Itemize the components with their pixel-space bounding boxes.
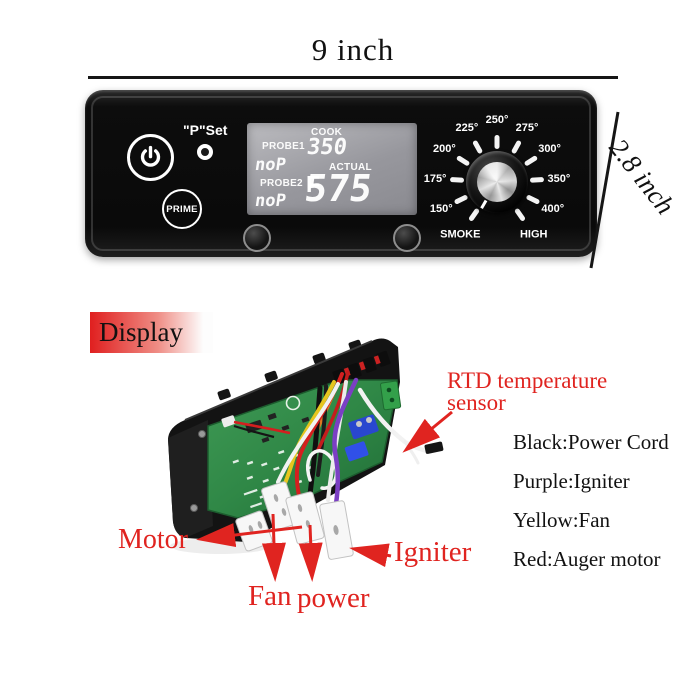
pset-label: "P"Set xyxy=(183,122,228,138)
width-dimension-line xyxy=(88,76,618,79)
dial-tick xyxy=(449,177,465,183)
probe2-label: PROBE2 xyxy=(260,178,303,189)
dial-label-225: 225° xyxy=(455,121,479,134)
dial-label-150: 150° xyxy=(429,203,453,216)
dial-label-175: 175° xyxy=(423,172,447,185)
lcd-display: PROBE1 noP COOK 350 ACTUAL 575 F PROBE2 … xyxy=(247,123,417,215)
knob-pointer xyxy=(480,199,488,210)
dial-tick xyxy=(510,139,522,155)
rtd-sensor-label: RTD temperature sensor xyxy=(447,368,608,415)
rtd-sensor-label-line1: RTD temperature xyxy=(447,368,608,393)
dial-tick xyxy=(467,207,481,222)
power-icon xyxy=(137,144,164,171)
cook-setpoint-value: 350 xyxy=(305,135,349,160)
dial-label-275: 275° xyxy=(515,121,539,134)
knob-metal-face xyxy=(477,162,517,202)
dial-tick xyxy=(529,177,545,183)
temperature-knob[interactable] xyxy=(466,151,528,213)
legend-item-black: Black:Power Cord xyxy=(513,430,669,454)
dial-label-smoke: SMOKE xyxy=(440,228,481,241)
power-label: power xyxy=(297,582,370,614)
rtd-sensor-label-line2: sensor xyxy=(447,390,506,415)
dial-tick xyxy=(523,154,539,167)
probe1-label: PROBE1 xyxy=(262,141,305,152)
fan-label: Fan xyxy=(248,580,292,612)
adjust-button-right[interactable] xyxy=(393,224,421,252)
dial-label-400: 400° xyxy=(541,203,565,216)
power-button[interactable] xyxy=(127,134,174,181)
dial-label-200: 200° xyxy=(433,143,456,156)
height-dimension-label: 2.8 inch xyxy=(603,133,681,221)
legend-item-red: Red:Auger motor xyxy=(513,547,661,571)
dial-tick xyxy=(453,194,469,205)
probe2-value: noP xyxy=(253,191,288,211)
dial-tick xyxy=(455,154,471,167)
dial-label-350: 350° xyxy=(547,172,571,185)
dial-label-300: 300° xyxy=(538,143,561,156)
dial-tick xyxy=(513,207,527,222)
actual-label: ACTUAL xyxy=(329,162,372,173)
dial-label-250: 250° xyxy=(485,114,509,126)
dial-tick xyxy=(525,194,541,205)
dial-tick xyxy=(494,135,500,149)
width-dimension-label: 9 inch xyxy=(311,32,395,67)
probe1-value: noP xyxy=(253,155,288,175)
motor-label: Motor xyxy=(118,524,188,555)
controller-front-panel: "P"Set PRIME PROBE1 noP COOK 350 ACTUAL … xyxy=(85,90,597,257)
temperature-dial: SMOKE 150° 175° 200° 225° 250° 275° 300°… xyxy=(422,107,572,257)
prime-button[interactable]: PRIME xyxy=(162,189,202,229)
legend-item-yellow: Yellow:Fan xyxy=(513,508,611,532)
adjust-button-left[interactable] xyxy=(243,224,271,252)
cook-label: COOK xyxy=(311,127,343,138)
legend-item-purple: Purple:Igniter xyxy=(513,469,630,493)
dial-tick xyxy=(472,139,484,155)
pset-indicator-button[interactable] xyxy=(197,144,213,160)
igniter-label: Igniter xyxy=(394,536,472,568)
wire-color-legend: Black:Power Cord Purple:Igniter Yellow:F… xyxy=(513,430,669,586)
dial-label-high: HIGH xyxy=(519,228,548,241)
actual-temperature-unit: F xyxy=(306,171,321,197)
display-callout-box: Display xyxy=(90,312,213,353)
